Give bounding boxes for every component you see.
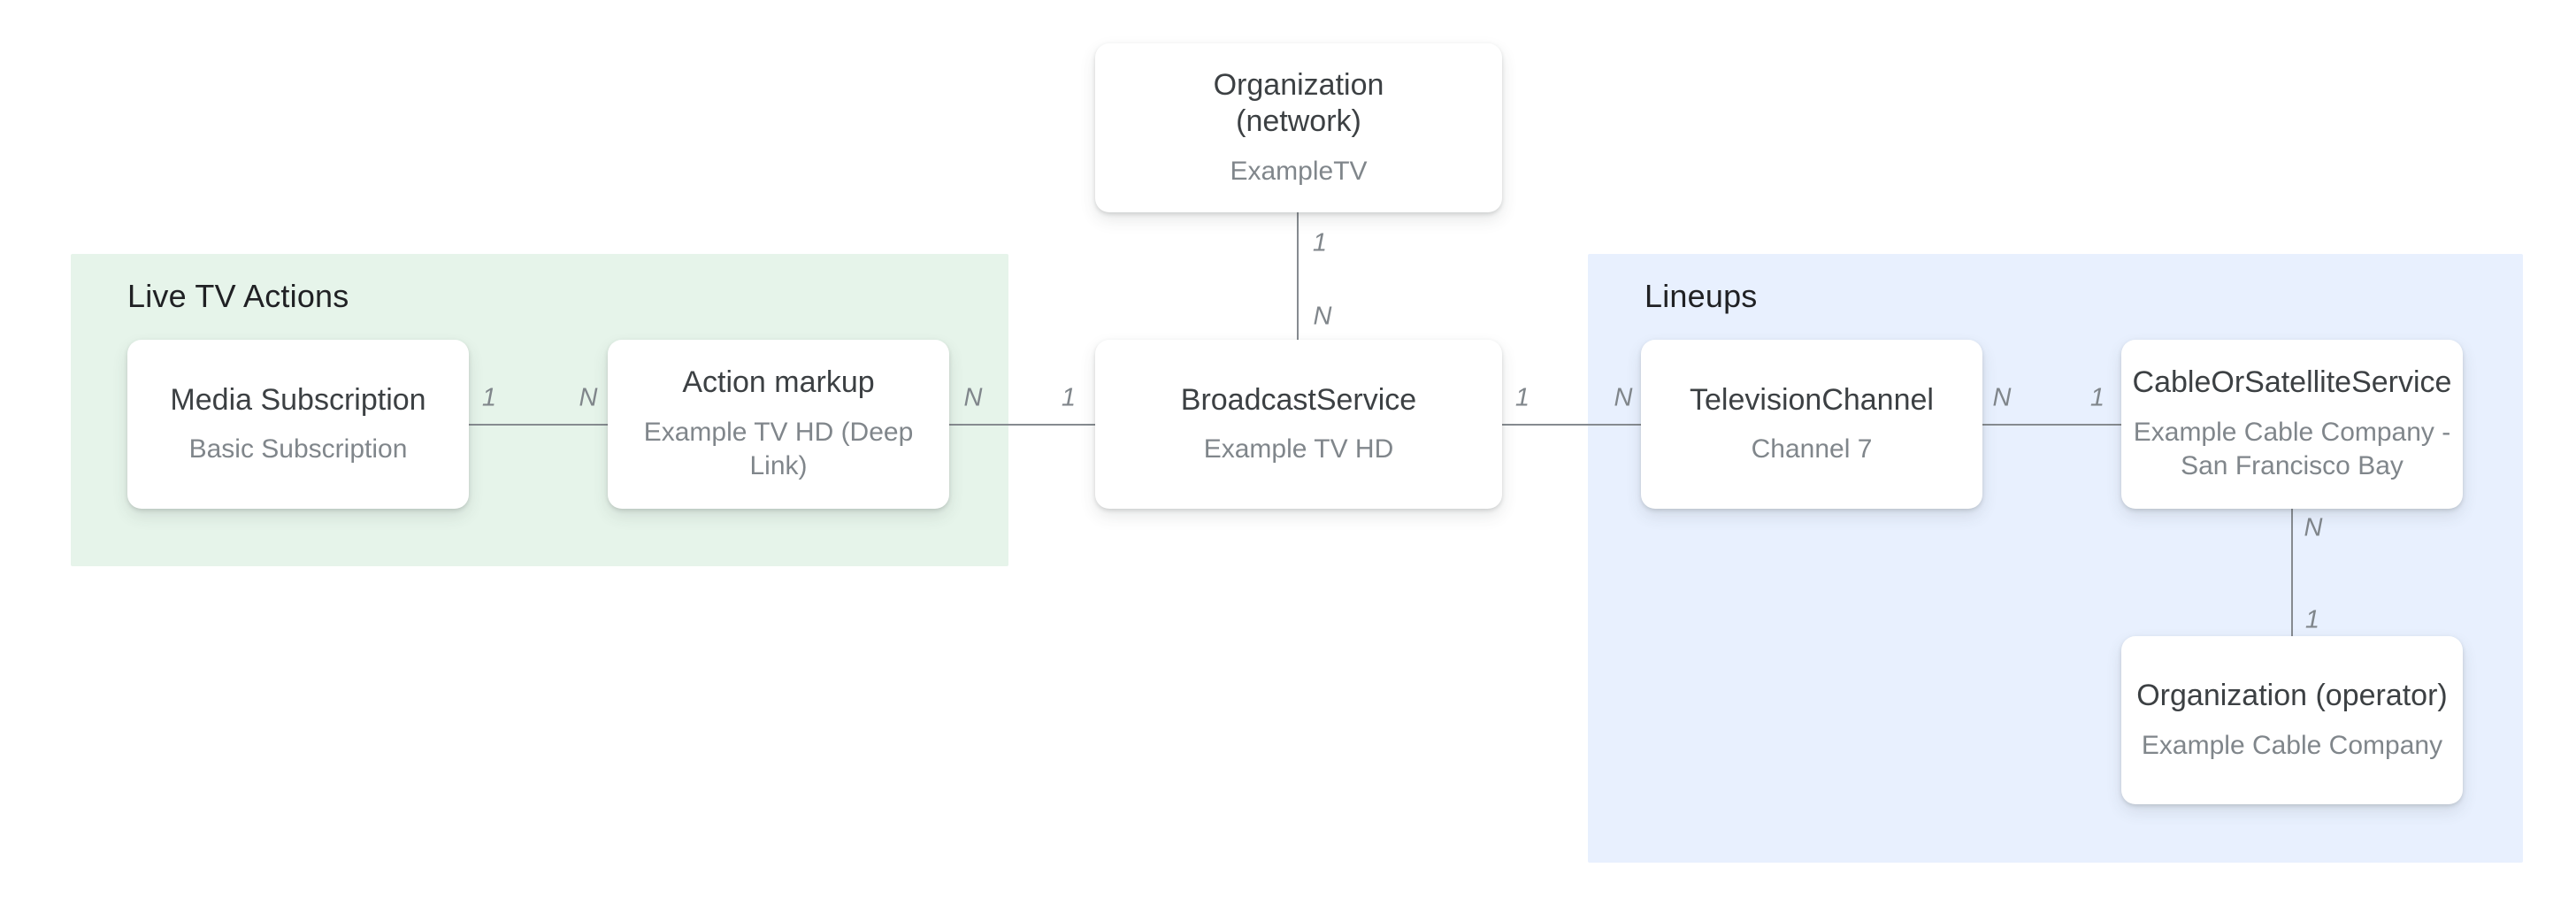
- connector-cable-to-operator: [2291, 509, 2293, 636]
- node-subtitle: Channel 7: [1751, 434, 1873, 465]
- node-title: Organization (network): [1213, 67, 1384, 139]
- node-television-channel: TelevisionChannel Channel 7: [1641, 340, 1982, 509]
- node-title: Media Subscription: [170, 382, 426, 417]
- cardinality-label: 1: [1514, 383, 1530, 412]
- node-subtitle: Example Cable Company - San Francisco Ba…: [2133, 417, 2451, 481]
- node-title: BroadcastService: [1180, 382, 1417, 417]
- node-subtitle: Example TV HD: [1203, 434, 1394, 465]
- node-media-subscription: Media Subscription Basic Subscription: [127, 340, 469, 509]
- connector-broadcast-to-channel: [1502, 424, 1641, 426]
- node-broadcast-service: BroadcastService Example TV HD: [1095, 340, 1502, 509]
- cardinality-label: N: [1992, 383, 2012, 412]
- node-subtitle: ExampleTV: [1230, 156, 1368, 186]
- connector-network-to-broadcast: [1297, 212, 1299, 340]
- node-title: Organization (operator): [2136, 679, 2448, 713]
- connector-media-to-action: [469, 424, 608, 426]
- node-action-markup: Action markup Example TV HD (Deep Link): [608, 340, 949, 509]
- node-title: TelevisionChannel: [1690, 382, 1934, 417]
- lineups-region-title: Lineups: [1644, 278, 1758, 314]
- connector-channel-to-cable: [1982, 424, 2121, 426]
- live-tv-actions-region-title: Live TV Actions: [127, 278, 349, 314]
- node-cable-or-satellite-service: CableOrSatelliteService Example Cable Co…: [2121, 340, 2463, 509]
- node-subtitle: Example Cable Company: [2141, 730, 2443, 760]
- cardinality-label: 1: [1061, 383, 1077, 412]
- cardinality-label: N: [2304, 513, 2323, 542]
- node-subtitle: Example TV HD (Deep Link): [643, 417, 914, 481]
- cardinality-label: N: [1313, 302, 1332, 331]
- cardinality-label: N: [1614, 383, 1633, 412]
- node-organization-network: Organization (network) ExampleTV: [1095, 43, 1502, 212]
- node-organization-operator: Organization (operator) Example Cable Co…: [2121, 636, 2463, 804]
- node-title: Action markup: [682, 365, 875, 400]
- cardinality-label: 1: [2089, 383, 2105, 412]
- cardinality-label: N: [579, 383, 598, 412]
- cardinality-label: 1: [2304, 605, 2320, 634]
- cardinality-label: 1: [1312, 228, 1328, 257]
- connector-action-to-broadcast: [949, 424, 1095, 426]
- node-subtitle: Basic Subscription: [188, 434, 408, 465]
- cardinality-label: 1: [481, 383, 497, 412]
- node-title: CableOrSatelliteService: [2132, 365, 2452, 400]
- cardinality-label: N: [963, 383, 983, 412]
